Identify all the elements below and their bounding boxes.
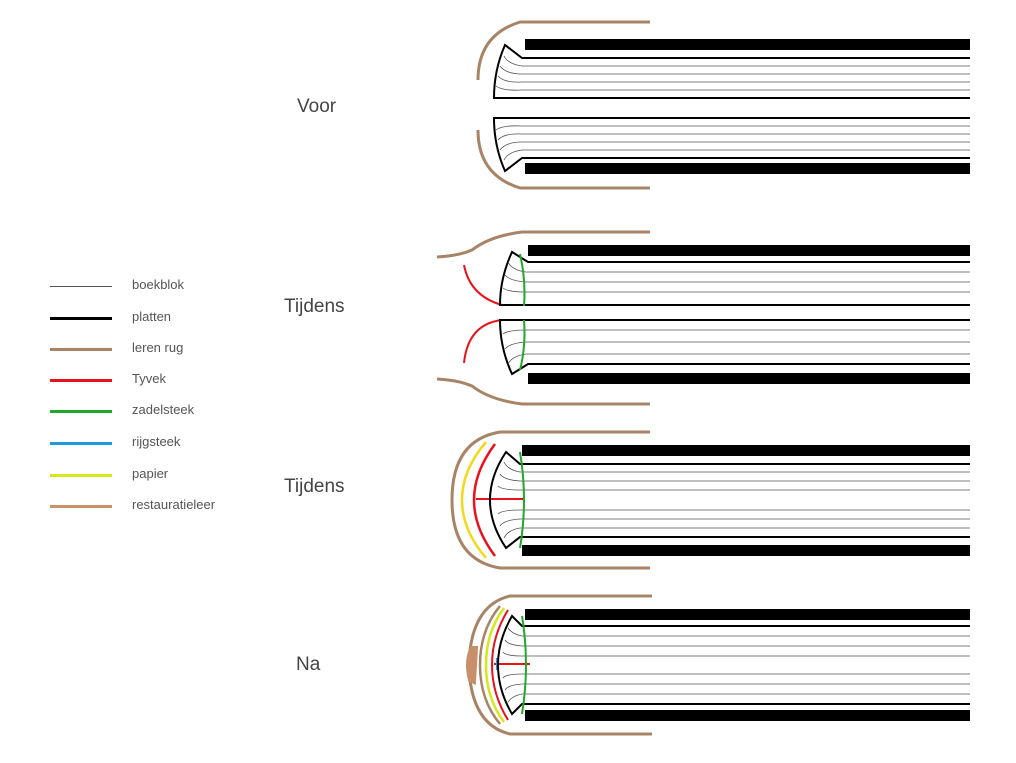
board-top (525, 39, 970, 50)
textblock-leaves-tijdens-2 (497, 461, 970, 539)
cross-section-voor (476, 20, 970, 190)
board-top (522, 445, 970, 456)
leather-spine-bottom (436, 377, 650, 406)
saddle-stitch-bottom (519, 319, 526, 371)
textblock-leaves-tijdens-1 (502, 261, 970, 365)
legend-label: restauratieleer (132, 497, 216, 512)
legend-label: platten (132, 309, 172, 324)
legend-swatch (50, 442, 112, 445)
legend-item-papier: papier (50, 465, 250, 485)
legend-swatch (50, 410, 112, 413)
legend-label: Tyvek (132, 371, 166, 386)
legend-label: rijgsteek (132, 434, 181, 449)
paper-layer (484, 607, 506, 723)
board-top (528, 245, 970, 256)
textblock-leaves-na (502, 627, 970, 703)
legend-item-rijgsteek: rijgsteek (50, 433, 250, 453)
saddle-stitch (521, 615, 527, 715)
legend-item-platten: platten (50, 308, 250, 328)
legend-item-zadelsteek: zadelsteek (50, 401, 250, 421)
restoration-leather (466, 646, 479, 686)
legend-swatch (50, 286, 112, 287)
leather-spine-top (476, 20, 650, 81)
leather-lining (478, 605, 501, 725)
board-top (525, 609, 970, 620)
legend-swatch (50, 474, 112, 477)
tyvek-layer (472, 443, 497, 557)
leather-spine (450, 430, 650, 570)
section-outline-top (498, 250, 970, 306)
leather-spine (468, 594, 652, 736)
textblock-leaves-voor (495, 55, 970, 161)
legend-label: leren rug (132, 340, 184, 355)
legend-item-restauratieleer: restauratieleer (50, 496, 250, 516)
section-outline-top (492, 43, 970, 99)
section-outline (496, 614, 970, 716)
leather-spine-top (436, 230, 650, 259)
legend-swatch (50, 348, 112, 351)
tyvek-bottom (463, 319, 530, 364)
legend-label: boekblok (132, 277, 185, 292)
tyvek-layer (490, 609, 509, 721)
section-outline-bottom (498, 319, 970, 376)
section-outline (488, 450, 970, 550)
legend-swatch (50, 317, 112, 320)
stage-label-tijdens-2: Tijdens (284, 476, 345, 497)
legend-swatch (50, 379, 112, 382)
legend-swatch (50, 505, 112, 508)
section-outline-bottom (492, 117, 970, 173)
board-bottom (522, 545, 970, 556)
cross-section-tijdens-2 (450, 430, 970, 570)
board-bottom (528, 373, 970, 384)
stage-label-voor: Voor (297, 96, 337, 117)
legend-label: zadelsteek (132, 402, 195, 417)
legend-item-tyvek: Tyvek (50, 370, 250, 390)
stage-label-tijdens-1: Tijdens (284, 296, 345, 317)
saddle-stitch-top (519, 253, 526, 307)
board-bottom (525, 710, 970, 721)
cross-section-tijdens-1 (436, 230, 970, 406)
cross-section-na (466, 594, 970, 736)
saddle-stitch (519, 451, 525, 549)
legend-label: papier (132, 466, 169, 481)
legend-item-boekblok: boekblok (50, 276, 250, 296)
legend-item-leren-rug: leren rug (50, 339, 250, 359)
leather-spine-bottom (476, 129, 650, 190)
stage-label-na: Na (296, 654, 321, 675)
paper-layer (460, 441, 487, 559)
board-bottom (525, 163, 970, 174)
